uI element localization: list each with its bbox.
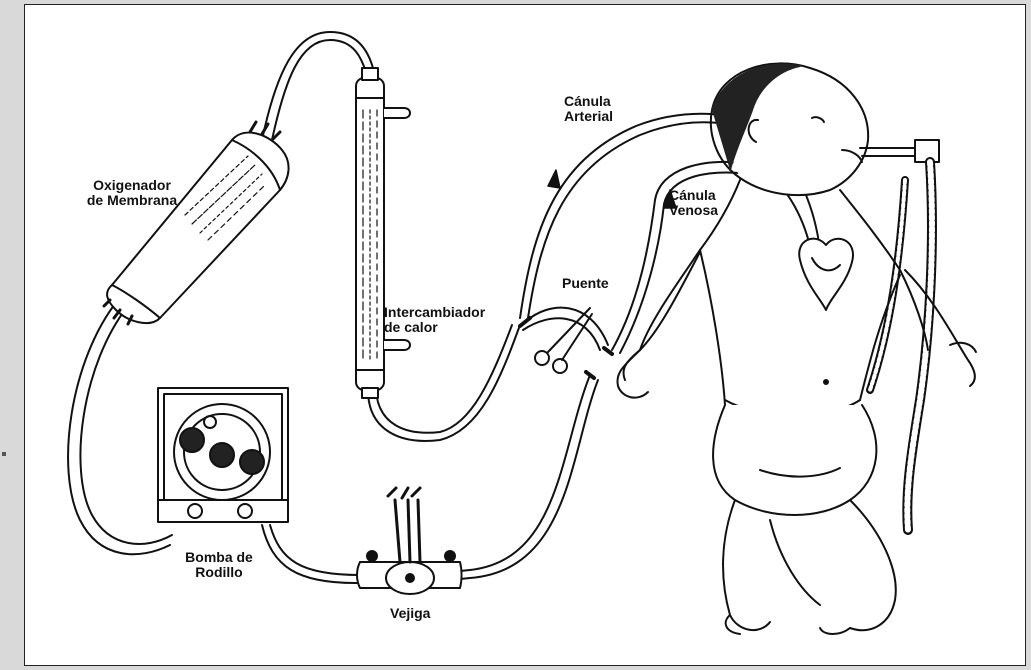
membrane-oxygenator (104, 122, 289, 324)
label-vejiga: Vejiga (390, 606, 450, 621)
label-oxigenador: Oxigenador de Membrana (74, 178, 190, 208)
label-canula-arterial: Cánula Arterial (564, 94, 634, 124)
bladder (357, 488, 462, 594)
heat-exchanger (356, 68, 410, 398)
label-canula-venosa: Cánula Venosa (669, 188, 739, 218)
label-intercambiador: Intercambiador de calor (384, 305, 514, 335)
roller-pump (158, 388, 288, 522)
flow-arrows (548, 170, 676, 208)
label-bomba: Bomba de Rodillo (174, 550, 264, 580)
label-puente: Puente (562, 276, 632, 291)
infant-patient (617, 63, 976, 634)
bridge-clamps (520, 308, 612, 378)
